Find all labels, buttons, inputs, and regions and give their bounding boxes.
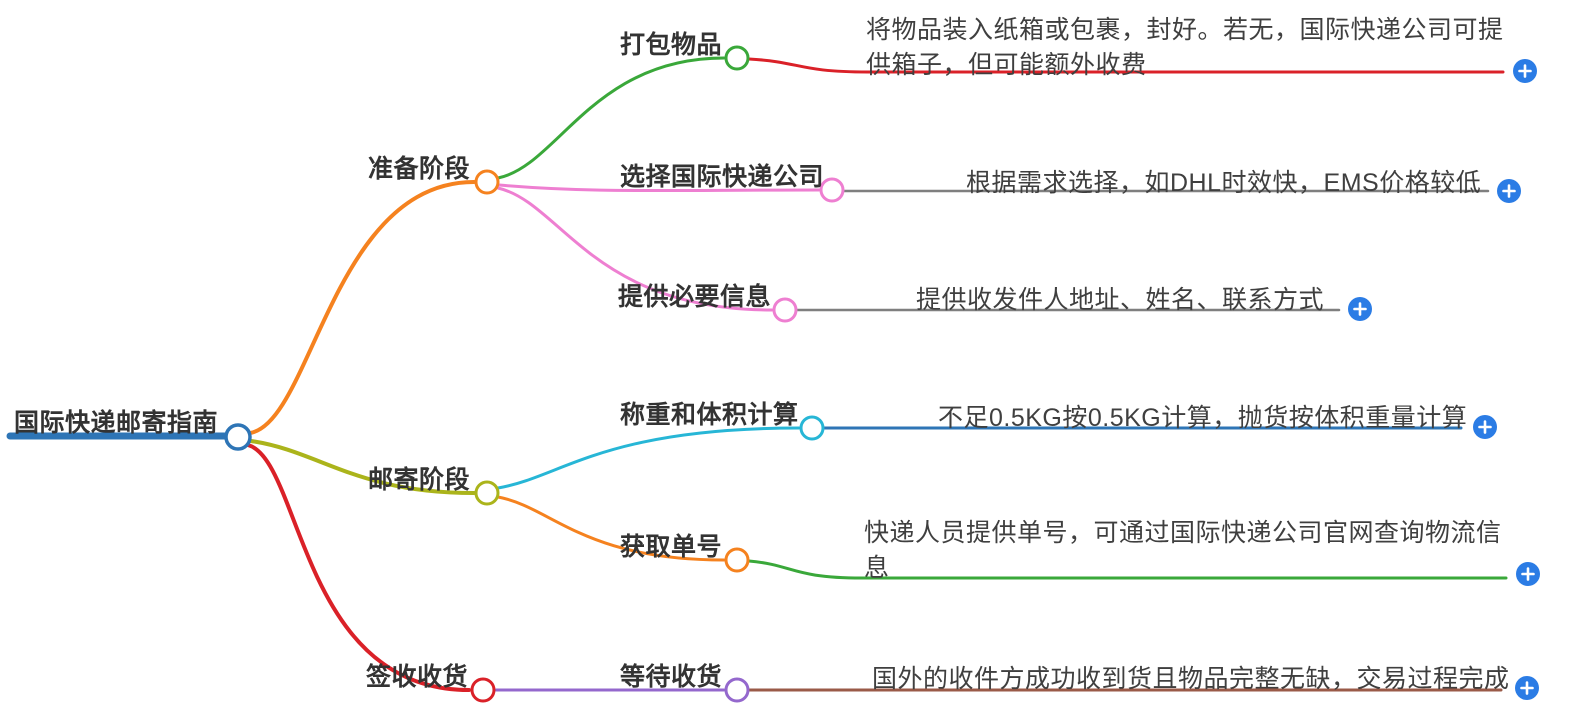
note-text-choose[interactable]: 根据需求选择，如DHL时效快，EMS价格较低: [966, 169, 1482, 197]
child-label-tracking[interactable]: 获取单号: [620, 533, 723, 561]
note-text-wait[interactable]: 国外的收件方成功收到货且物品完整无缺，交易过程完成: [872, 665, 1510, 693]
edge-root-prep: [248, 180, 476, 435]
edge-mail-weigh: [496, 426, 801, 490]
add-child-button[interactable]: [1497, 179, 1521, 203]
note-text-pack[interactable]: 将物品装入纸箱或包裹，封好。若无，国际快递公司可提供箱子，但可能额外收费: [866, 16, 1504, 79]
branch-label-prep[interactable]: 准备阶段: [368, 155, 471, 183]
node-handle-mail[interactable]: [474, 480, 500, 506]
note-line-pack: [747, 57, 1505, 74]
node-handle-choose[interactable]: [819, 177, 845, 203]
child-label-pack[interactable]: 打包物品: [620, 31, 723, 59]
edge-prep-info: [496, 186, 774, 312]
add-child-button[interactable]: [1516, 562, 1540, 586]
plus-icon-glyph: [1353, 302, 1367, 316]
plus-icon-glyph: [1518, 64, 1532, 78]
note-text-tracking[interactable]: 快递人员提供单号，可通过国际快递公司官网查询物流信息: [864, 519, 1502, 582]
note-text-info[interactable]: 提供收发件人地址、姓名、联系方式: [916, 286, 1325, 314]
node-handle-weigh[interactable]: [799, 415, 825, 441]
branch-label-mail[interactable]: 邮寄阶段: [368, 466, 471, 494]
add-child-button[interactable]: [1348, 297, 1372, 321]
child-label-wait[interactable]: 等待收货: [620, 663, 723, 691]
node-handle-info[interactable]: [772, 297, 798, 323]
node-handle-tracking[interactable]: [724, 547, 750, 573]
edge-mail-tracking: [496, 495, 726, 562]
add-child-button[interactable]: [1513, 59, 1537, 83]
child-label-choose[interactable]: 选择国际快递公司: [620, 163, 825, 191]
edge-prep-choose: [497, 183, 821, 193]
child-label-weigh[interactable]: 称重和体积计算: [620, 401, 799, 429]
edge-root-mail: [249, 439, 476, 495]
plus-icon-glyph: [1502, 184, 1516, 198]
root-node-handle[interactable]: [224, 423, 252, 451]
branch-label-sign[interactable]: 签收收货: [366, 663, 469, 691]
node-handle-pack[interactable]: [724, 45, 750, 71]
add-child-button[interactable]: [1515, 676, 1539, 700]
edge-prep-pack: [496, 56, 726, 180]
child-label-info[interactable]: 提供必要信息: [618, 283, 772, 311]
node-handle-sign[interactable]: [470, 677, 496, 703]
node-handle-wait[interactable]: [724, 677, 750, 703]
root-node-label[interactable]: 国际快递邮寄指南: [14, 409, 219, 437]
edge-root-sign: [246, 443, 471, 692]
add-child-button[interactable]: [1473, 415, 1497, 439]
note-line-tracking: [747, 559, 1508, 580]
plus-icon-glyph: [1520, 681, 1534, 695]
plus-icon-glyph: [1521, 567, 1535, 581]
node-handle-prep[interactable]: [474, 169, 500, 195]
plus-icon-glyph: [1478, 420, 1492, 434]
note-text-weigh[interactable]: 不足0.5KG按0.5KG计算，抛货按体积重量计算: [938, 404, 1468, 432]
